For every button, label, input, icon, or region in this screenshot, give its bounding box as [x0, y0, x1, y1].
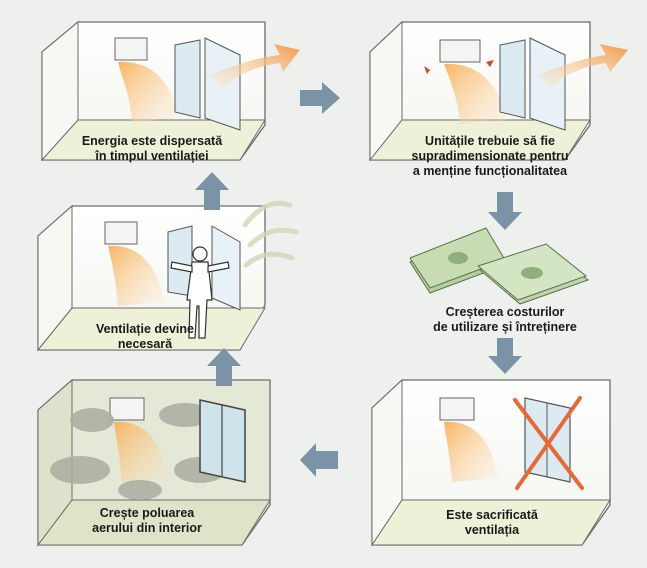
- money-icon: [409, 227, 590, 305]
- heat-escape-arrow-icon: [210, 44, 300, 88]
- caption-ventilation-needed: Ventilație devine necesară: [70, 322, 220, 352]
- open-window-icon: [174, 37, 241, 131]
- caption-ventilation-sacrificed: Este sacrificată ventilația: [412, 508, 572, 538]
- caption-line: aerului din interior: [92, 521, 202, 535]
- ac-unit-icon: [114, 37, 148, 61]
- caption-line: în timpul ventilației: [95, 149, 209, 163]
- caption-line: necesară: [117, 337, 173, 351]
- red-cross-icon: [513, 396, 584, 490]
- caption-line: ventilația: [464, 523, 520, 537]
- flow-arrow-up-1: [207, 348, 241, 386]
- caption-pollution-increases: Crește poluarea aerului din interior: [62, 506, 232, 536]
- caption-costs-increase: Creșterea costurilor de utilizare și înt…: [410, 305, 600, 335]
- caption-line: de utilizare și întreținere: [433, 320, 577, 334]
- caption-energy-dispersed: Energia este dispersată în timpul ventil…: [62, 134, 242, 164]
- flow-arrow-right: [300, 82, 340, 114]
- room-ventilation-needed: [36, 204, 266, 352]
- ac-unit-icon: [109, 397, 145, 421]
- room-oversized-units: [368, 20, 628, 162]
- room-ventilation-sacrificed: [371, 378, 611, 547]
- closed-window-icon: [199, 399, 246, 483]
- flow-arrow-down-1: [488, 192, 522, 230]
- flow-arrow-left: [300, 443, 338, 477]
- room-pollution-increases: [36, 378, 271, 547]
- flow-arrow-up-2: [195, 172, 229, 210]
- caption-oversized-units: Unitățile trebuie să fie supradimensiona…: [395, 134, 585, 179]
- caption-line: a menține funcționalitatea: [412, 164, 568, 178]
- heat-flow-icon: [118, 61, 178, 122]
- caption-line: Ventilație devine: [96, 322, 194, 336]
- heat-flow-icon: [444, 421, 498, 482]
- heat-flow-icon: [444, 63, 506, 124]
- heat-flow-icon: [108, 245, 164, 306]
- caption-line: Energia este dispersată: [81, 134, 223, 148]
- wind-swirl-icon: [242, 200, 299, 268]
- ac-unit-icon: [439, 397, 475, 421]
- caption-line: Crește poluarea: [99, 506, 195, 520]
- flow-arrow-down-2: [488, 338, 522, 374]
- caption-line: Creșterea costurilor: [445, 305, 565, 319]
- caption-line: Este sacrificată: [446, 508, 538, 522]
- ac-unit-icon: [104, 221, 138, 245]
- caption-line: supradimensionate pentru: [411, 149, 569, 163]
- heat-escape-arrow-icon: [538, 44, 628, 88]
- person-icon: [170, 246, 230, 339]
- room-energy-dispersed: [40, 20, 300, 162]
- heat-flow-icon: [114, 421, 168, 482]
- ac-unit-icon: [439, 39, 481, 63]
- caption-line: Unitățile trebuie să fie: [425, 134, 555, 148]
